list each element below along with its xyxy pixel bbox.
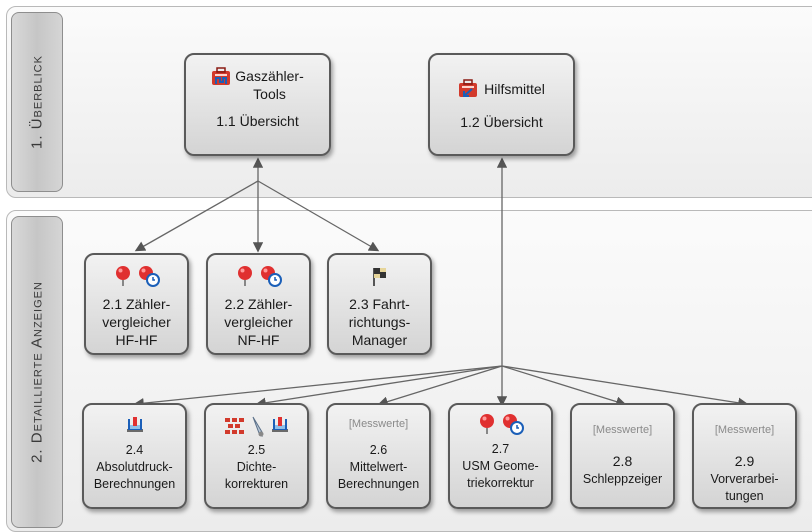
box-2-7-usm-geometriekorrektur[interactable]: 2.7 USM Geome- triekorrektur <box>448 403 553 509</box>
connector-hilf-24 <box>133 365 503 409</box>
grid-icon <box>224 418 244 434</box>
toolbox-arrow-icon <box>459 79 478 97</box>
box-2-9-line1: Vorverarbei- <box>710 472 779 486</box>
pin-icon <box>237 266 252 286</box>
box-2-3-line2: richtungs- <box>348 314 411 330</box>
pin-icon <box>479 414 494 434</box>
overview-band <box>6 6 812 198</box>
box-2-4-line1: Absolutdruck- <box>96 460 173 474</box>
box-2-8-line1: Schleppzeiger <box>582 472 663 486</box>
box-2-9-placeholder: [Messwerte] <box>714 424 775 436</box>
gas-subtitle: 1.1 Übersicht <box>216 113 299 129</box>
pencil-icon <box>252 416 263 437</box>
box-2-7-line1: USM Geome- <box>462 459 539 473</box>
box-2-4-absolutdruck[interactable]: 2.4 Absolutdruck- Berechnungen <box>82 403 187 509</box>
box-2-2-line2: vergleicher <box>224 314 293 330</box>
box-hilfsmittel[interactable]: Hilfsmittel 1.2 Übersicht <box>428 53 575 156</box>
box-2-6-number: 2.6 <box>369 443 388 457</box>
box-2-5-number: 2.5 <box>247 443 266 457</box>
box-2-6-placeholder: [Messwerte] <box>348 418 409 430</box>
box-2-1-line1: 2.1 Zähler- <box>102 296 171 312</box>
box-2-3-fahrtrichtungs-manager[interactable]: 2.3 Fahrt- richtungs- Manager <box>327 253 432 355</box>
box-2-1-line3: HF-HF <box>115 332 158 348</box>
toolbox-meter-icon <box>212 67 231 85</box>
connector-hilf-26 <box>377 365 503 407</box>
pin-clock-icon <box>502 414 524 435</box>
beaker-icon <box>126 417 143 432</box>
box-2-2-line1: 2.2 Zähler- <box>224 296 293 312</box>
overview-tab[interactable]: 1. Überblick <box>11 12 63 192</box>
box-2-9-vorverarbeitungen[interactable]: [Messwerte] 2.9 Vorverarbei- tungen <box>692 403 797 509</box>
gas-title-line2: Tools <box>253 86 286 102</box>
box-gaszaehler-tools[interactable]: Gaszähler- Tools 1.1 Übersicht <box>184 53 331 156</box>
box-2-1-zaehlervergleicher-hf-hf[interactable]: 2.1 Zähler- vergleicher HF-HF <box>84 253 189 355</box>
box-2-6-mittelwert[interactable]: [Messwerte] 2.6 Mittelwert- Berechnungen <box>326 403 431 509</box>
box-2-5-line2: korrekturen <box>224 477 289 491</box>
box-2-1-line2: vergleicher <box>102 314 171 330</box>
box-2-7-number: 2.7 <box>491 442 510 456</box>
box-2-5-line1: Dichte- <box>236 460 277 474</box>
box-2-3-line1: 2.3 Fahrt- <box>349 296 410 312</box>
hilf-subtitle: 1.2 Übersicht <box>460 114 543 130</box>
connector-gas-23 <box>257 180 380 252</box>
beaker-icon <box>271 417 288 432</box>
box-2-2-line3: NF-HF <box>237 332 280 348</box>
connector-hilf-29 <box>501 365 749 408</box>
box-2-8-placeholder: [Messwerte] <box>592 424 653 436</box>
pin-icon <box>115 266 130 286</box>
gas-title-line1: Gaszähler- <box>235 68 304 84</box>
flag-icon <box>372 268 386 286</box>
box-2-2-zaehlervergleicher-nf-hf[interactable]: 2.2 Zähler- vergleicher NF-HF <box>206 253 311 355</box>
pin-clock-icon <box>260 266 282 287</box>
box-2-7-line2: triekorrektur <box>467 476 534 490</box>
detail-tab[interactable]: 2. Detaillierte Anzeigen <box>11 216 63 528</box>
box-2-6-line2: Berechnungen <box>337 477 420 491</box>
box-2-8-schleppzeiger[interactable]: [Messwerte] 2.8 Schleppzeiger <box>570 403 675 509</box>
connector-hilf-25 <box>255 365 503 408</box>
box-2-3-line3: Manager <box>351 332 408 348</box>
box-2-4-number: 2.4 <box>125 443 144 457</box>
box-2-6-line1: Mittelwert- <box>349 460 408 474</box>
box-2-9-line2: tungen <box>725 489 764 503</box>
box-2-8-number: 2.8 <box>612 453 633 469</box>
box-2-9-number: 2.9 <box>734 453 755 469</box>
box-2-4-line2: Berechnungen <box>93 477 176 491</box>
pin-clock-icon <box>138 266 160 287</box>
box-2-5-dichtekorrekturen[interactable]: 2.5 Dichte- korrekturen <box>204 403 309 509</box>
connector-hilf-28 <box>501 365 627 407</box>
hilf-title: Hilfsmittel <box>484 81 545 97</box>
connector-gas-21 <box>134 180 259 252</box>
